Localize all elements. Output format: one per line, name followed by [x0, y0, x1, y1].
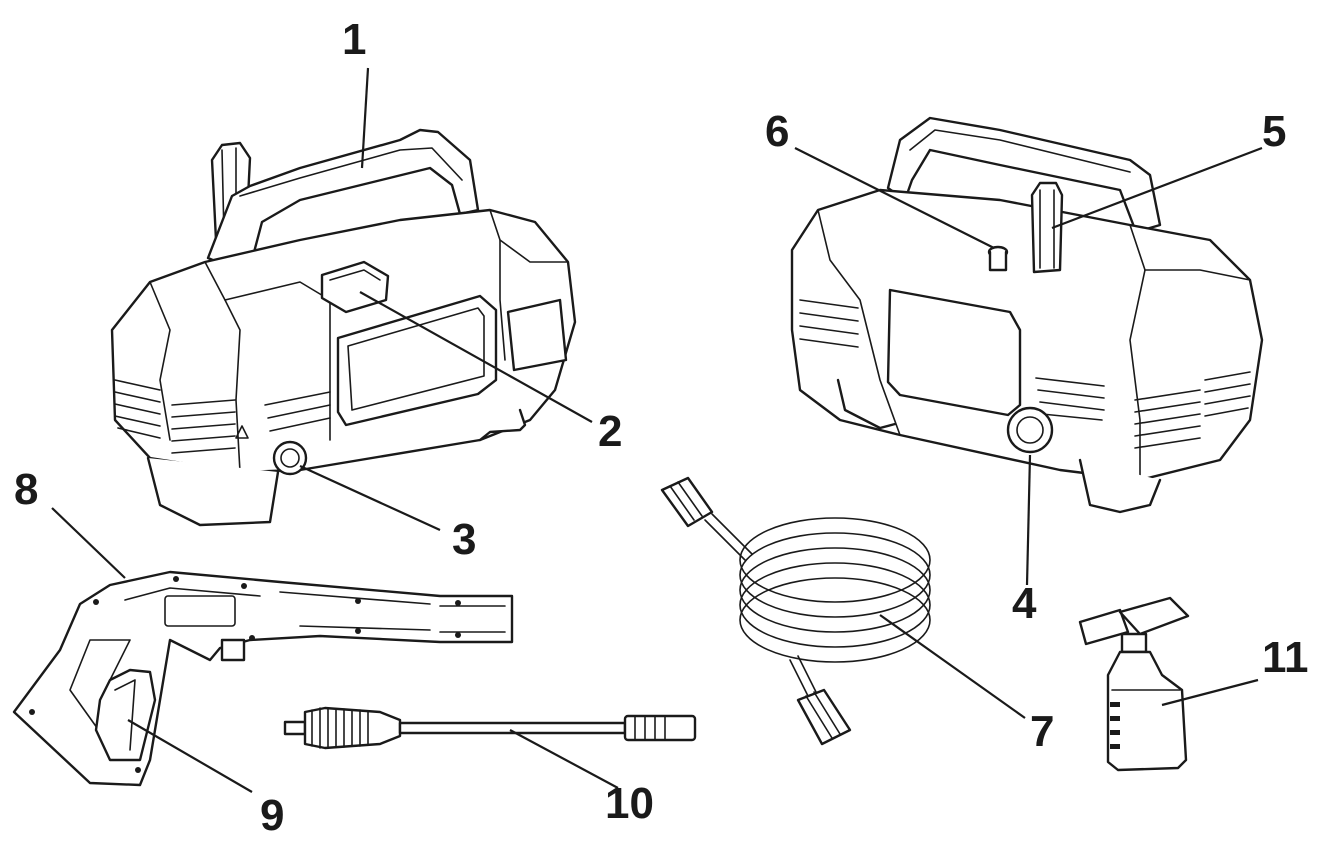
spray-lance [283, 706, 697, 750]
leader-line-3 [299, 464, 441, 532]
leader-line-10 [509, 729, 619, 789]
vent-grille-right [1134, 371, 1251, 449]
trigger-gun [12, 570, 514, 787]
leader-line-11 [1161, 678, 1259, 707]
pressure-washer-front-view [110, 128, 577, 527]
callout-11: 11 [1262, 633, 1309, 682]
hose-connector-top [660, 476, 714, 528]
leader-line-4 [1025, 454, 1032, 586]
callout-8: 8 [14, 465, 38, 514]
leader-line-1 [360, 67, 370, 169]
leader-lines [51, 67, 1263, 793]
water-outlet-fitting [264, 391, 331, 476]
callout-3: 3 [452, 515, 476, 564]
high-pressure-hose [660, 476, 931, 746]
leader-line-9 [127, 719, 253, 793]
pressure-washer-rear-view [790, 116, 1264, 514]
vent-grille-left [114, 379, 236, 454]
callout-2: 2 [598, 407, 622, 456]
callout-5: 5 [1262, 107, 1286, 156]
water-inlet-fitting [1006, 406, 1054, 454]
hose-connector-bottom [796, 688, 852, 746]
leader-line-5 [1051, 146, 1263, 230]
callout-7: 7 [1030, 707, 1054, 756]
callout-9: 9 [260, 791, 284, 840]
callout-numbers: 1 2 3 4 5 6 7 8 9 10 11 [14, 15, 1309, 840]
leader-line-7 [879, 614, 1026, 719]
cord-hook [987, 245, 1009, 272]
callout-10: 10 [605, 779, 654, 828]
leader-line-2 [359, 291, 593, 423]
callout-6: 6 [765, 107, 789, 156]
hose-holder-post [1030, 181, 1064, 274]
bottle-measurement-marks [1110, 702, 1120, 749]
trigger [94, 668, 157, 762]
leader-line-6 [794, 147, 995, 249]
foam-bottle [1078, 596, 1190, 772]
callout-1: 1 [342, 15, 366, 64]
leader-line-8 [51, 507, 126, 579]
callout-4: 4 [1012, 579, 1037, 628]
